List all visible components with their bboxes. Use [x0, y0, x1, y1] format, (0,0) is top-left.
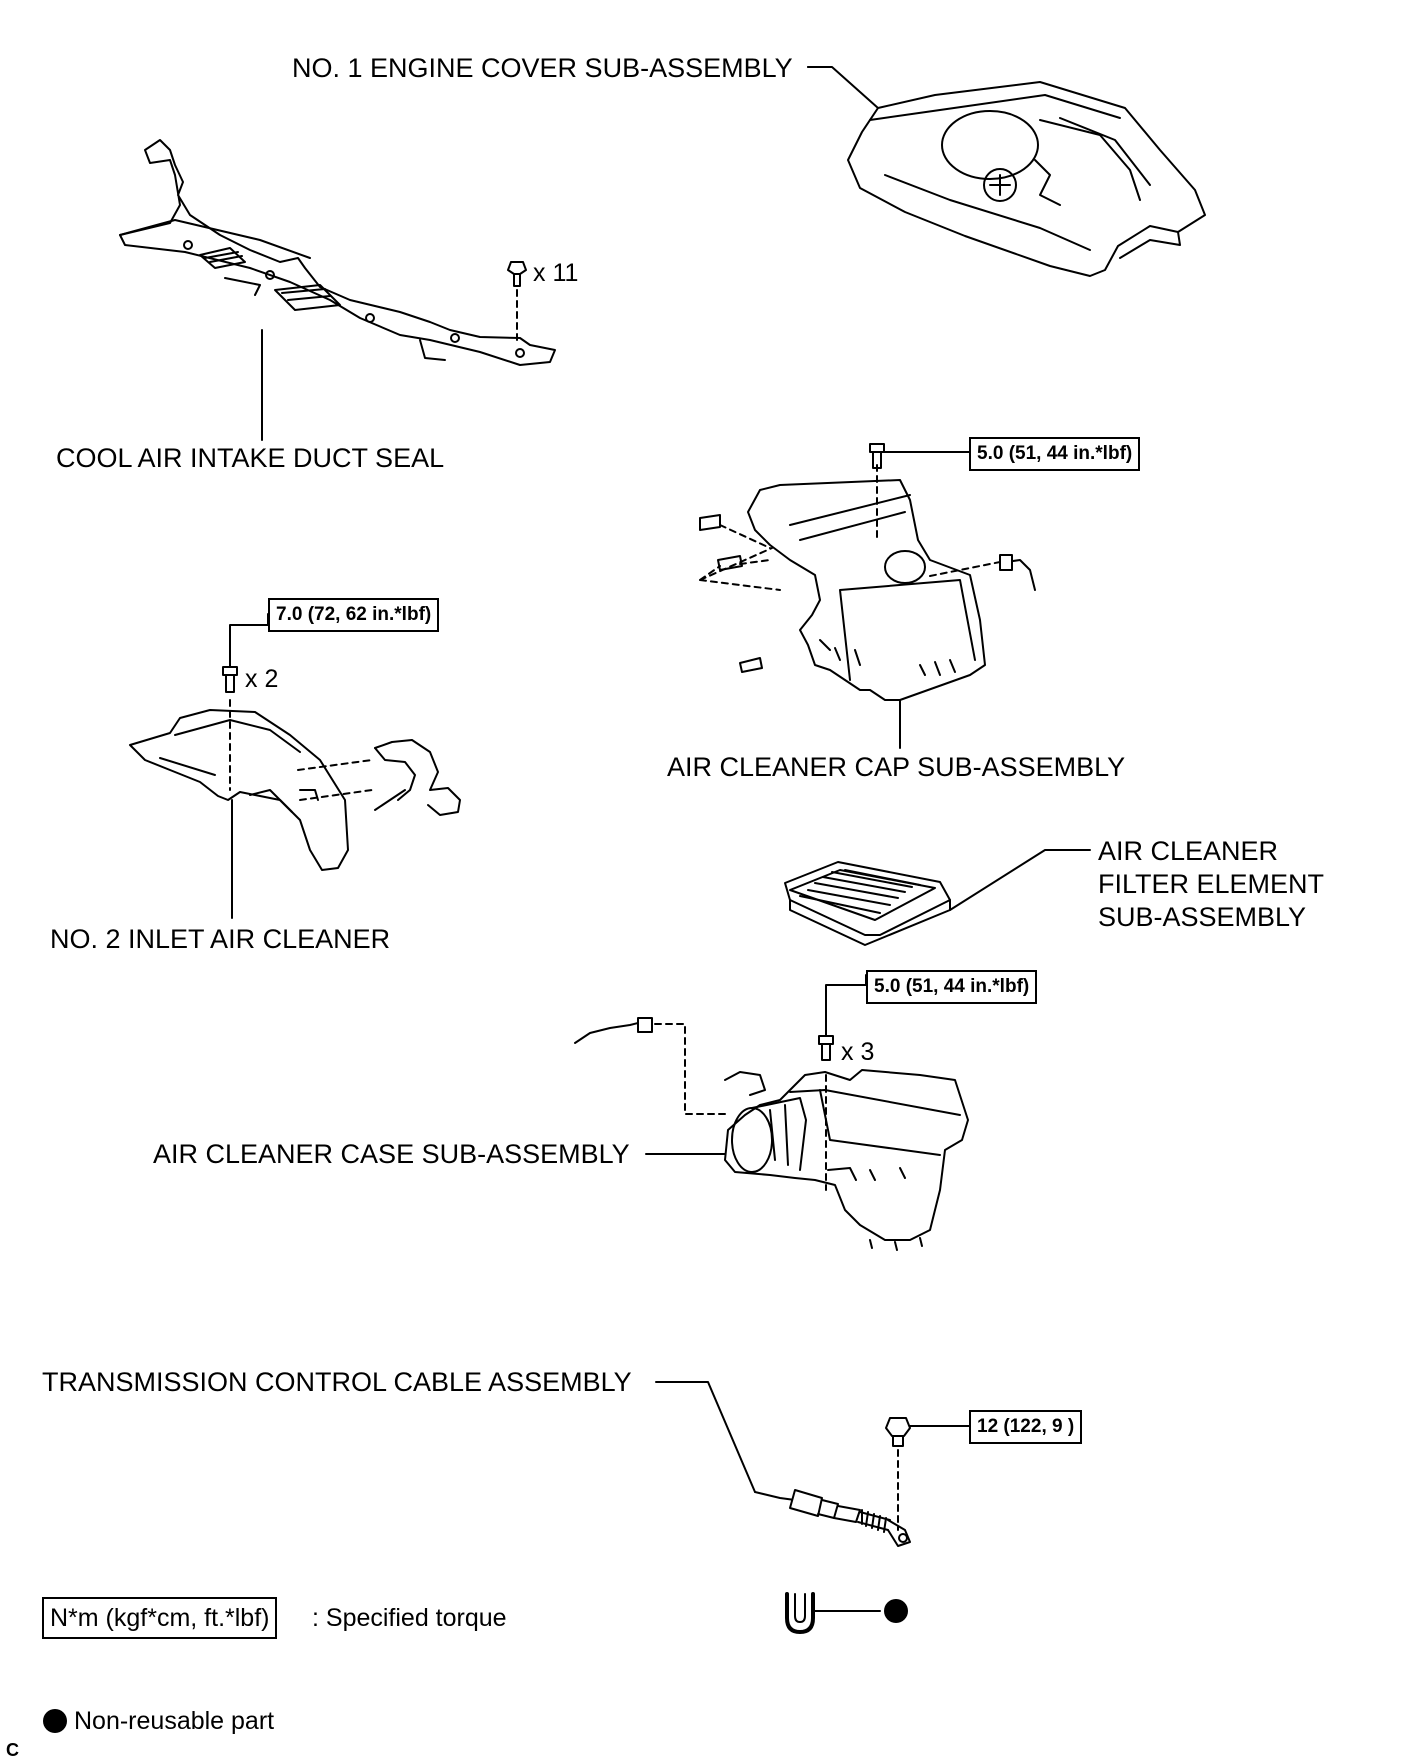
cable-leader — [655, 1381, 756, 1493]
cleaner-cap-drawing — [699, 479, 1036, 701]
inlet-dashed-connectors — [229, 699, 373, 801]
inlet-drawing — [129, 709, 461, 871]
torque-cable-nut: 12 (122, 9 ) — [969, 1410, 1083, 1444]
duct-seal-drawing — [119, 139, 556, 366]
qty-case-bolts: x 3 — [841, 1038, 875, 1066]
nut-icon — [885, 1417, 911, 1447]
inlet-torque-leader — [229, 613, 269, 668]
engine-cover-drawing — [807, 66, 1206, 277]
u-clip-icon — [785, 1592, 815, 1634]
cap-dashed-connectors — [699, 464, 1001, 591]
cable-drawing — [754, 1489, 911, 1547]
label-cleaner-cap: AIR CLEANER CAP SUB-ASSEMBLY — [667, 752, 1126, 782]
case-dashed-connectors — [654, 1023, 827, 1191]
torque-inlet-bolt: 7.0 (72, 62 in.*lbf) — [268, 598, 440, 632]
legend-nonreusable-desc: Non-reusable part — [74, 1707, 275, 1735]
case-sensor-harness — [574, 1017, 653, 1044]
corner-code: C — [6, 1740, 19, 1760]
case-torque-leader — [825, 974, 867, 1037]
legend-torque-desc: : Specified torque — [312, 1604, 507, 1632]
filter-leader — [949, 849, 1091, 911]
qty-inlet-bolts: x 2 — [245, 665, 279, 693]
bolt-icon — [222, 666, 238, 693]
qty-duct-clips: x 11 — [533, 259, 579, 287]
label-cable: TRANSMISSION CONTROL CABLE ASSEMBLY — [42, 1367, 632, 1397]
clip-icon — [507, 261, 527, 346]
case-drawing — [724, 1069, 969, 1251]
label-filter: AIR CLEANER FILTER ELEMENT SUB-ASSEMBLY — [1098, 836, 1324, 932]
bolt-icon — [818, 1035, 834, 1061]
torque-case-bolt: 5.0 (51, 44 in.*lbf) — [866, 970, 1038, 1004]
torque-cap-bolt: 5.0 (51, 44 in.*lbf) — [969, 437, 1141, 471]
label-case: AIR CLEANER CASE SUB-ASSEMBLY — [153, 1139, 630, 1169]
filled-circle-icon — [43, 1709, 67, 1733]
label-inlet: NO. 2 INLET AIR CLEANER — [50, 924, 391, 954]
filled-circle-icon — [884, 1599, 908, 1623]
label-duct-seal: COOL AIR INTAKE DUCT SEAL — [56, 443, 445, 473]
filter-drawing — [784, 861, 951, 946]
label-engine-cover: NO. 1 ENGINE COVER SUB-ASSEMBLY — [292, 53, 793, 83]
bolt-icon — [869, 443, 885, 469]
legend-torque-unit: N*m (kgf*cm, ft.*lbf) — [42, 1597, 278, 1639]
